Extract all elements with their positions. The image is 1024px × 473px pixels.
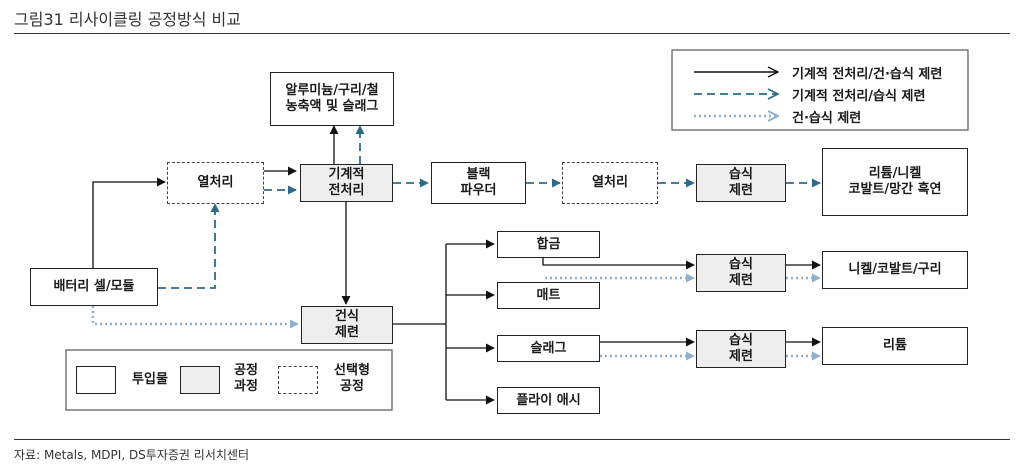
legend-frame [671, 49, 969, 131]
node-fly-ash: 플라이 애시 [497, 387, 600, 414]
source-divider [14, 439, 1010, 440]
key-optional-label: 선택형 공정 [334, 363, 370, 394]
key-input-label: 투입물 [132, 372, 168, 387]
key-frame [65, 349, 393, 411]
node-aluminum-copper-iron: 알루미늄/구리/철 농축액 및 슬래그 [270, 72, 394, 126]
legend-label-solid: 기계적 전처리/건·습식 제련 [792, 67, 943, 82]
source-note: 자료: Metals, MDPI, DS투자증권 리서치센터 [14, 448, 249, 462]
node-heat-treatment-1: 열처리 [167, 162, 264, 204]
node-mechanical-pretreatment: 기계적 전처리 [300, 164, 393, 202]
solid-alloy-wetmid [542, 258, 695, 270]
solid-battery-heat1 [92, 177, 166, 268]
node-alloy: 합금 [497, 231, 600, 258]
legend-label-dashed: 기계적 전처리/습식 제련 [792, 89, 926, 104]
node-heat-treatment-2: 열처리 [562, 162, 658, 204]
node-matte: 매트 [497, 282, 600, 309]
legend-label-dotted: 건·습식 제련 [792, 111, 862, 126]
node-battery-cell-module: 배터리 셀/모듈 [30, 268, 158, 306]
key-process-label: 공정 과정 [234, 363, 258, 394]
node-pyrometallurgy: 건식 제련 [301, 306, 393, 344]
node-slag: 슬래그 [497, 335, 600, 362]
node-output-lithium: 리튬 [822, 327, 968, 365]
key-optional-swatch [278, 366, 318, 394]
dashed-battery-heat1 [158, 203, 220, 289]
node-output-top: 리튬/니켈 코발트/망간 흑연 [822, 148, 968, 216]
node-output-nickel-cobalt-copper: 니켈/코발트/구리 [822, 251, 968, 289]
title-divider [14, 33, 1010, 34]
key-input-swatch [76, 366, 116, 394]
node-hydrometallurgy-top: 습식 제련 [696, 164, 786, 202]
node-hydrometallurgy-mid: 습식 제련 [696, 254, 786, 292]
node-hydrometallurgy-bottom: 습식 제련 [696, 330, 786, 368]
figure-title: 그림31 리사이클링 공정방식 비교 [14, 10, 241, 29]
dotted-battery-dry [91, 306, 299, 329]
node-black-powder: 블랙 파우더 [431, 162, 526, 204]
key-process-swatch [180, 366, 220, 394]
